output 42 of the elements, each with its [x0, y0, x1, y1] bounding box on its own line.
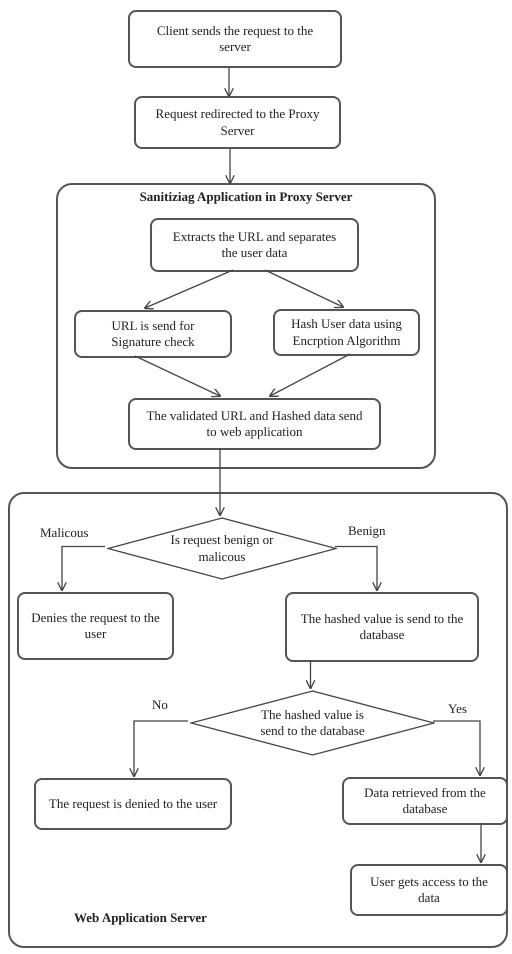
- process-text: Data retrieved from the database: [363, 784, 487, 818]
- process-box: [350, 864, 508, 916]
- process-text: Denies the request to the user: [31, 610, 160, 642]
- process-box: [128, 10, 342, 68]
- arrow: [134, 355, 222, 398]
- process-text: Request redirected to the Proxy Server: [154, 106, 320, 139]
- arrow: [224, 68, 234, 98]
- arrow: [224, 149, 236, 185]
- process-text: The request is denied to the user: [48, 796, 218, 812]
- arrow: [476, 823, 486, 864]
- group-container: [56, 183, 436, 469]
- arrow: [335, 546, 382, 592]
- group-title: Sanitiziag Application in Proxy Server: [138, 189, 354, 206]
- edge-label: Benign: [346, 523, 388, 540]
- arrow: [305, 660, 316, 690]
- process-text: User gets access to the data: [369, 874, 489, 906]
- process-box: [17, 592, 174, 660]
- process-box: [150, 218, 359, 272]
- arrow: [264, 269, 344, 308]
- process-text: Client sends the request to the server: [156, 22, 314, 56]
- process-text: The hashed value is send to the database: [300, 610, 464, 644]
- process-box: [134, 96, 341, 149]
- process-text: The validated URL and Hashed data send to web application: [145, 408, 364, 440]
- process-text: Hash User data using Encrption Algorithm: [290, 316, 403, 349]
- decision-text: Is request benign or malicous: [170, 532, 274, 565]
- process-box: [74, 310, 232, 358]
- arrow: [214, 448, 226, 517]
- group-title: Web Application Server: [74, 910, 207, 926]
- group-container: [8, 492, 508, 948]
- arrow: [433, 720, 486, 777]
- arrow: [268, 353, 350, 398]
- arrow: [128, 720, 188, 778]
- process-box: [273, 309, 420, 356]
- arrow: [144, 269, 234, 310]
- process-text: URL is send for Signature check: [110, 318, 196, 350]
- process-box: [128, 398, 381, 450]
- process-text: Extracts the URL and separates the user data: [172, 228, 338, 262]
- process-box: [34, 778, 232, 830]
- process-box: [285, 592, 479, 662]
- arrow: [56, 546, 105, 592]
- process-box: [342, 777, 508, 825]
- decision-text: The hashed value is send to the database: [259, 706, 366, 740]
